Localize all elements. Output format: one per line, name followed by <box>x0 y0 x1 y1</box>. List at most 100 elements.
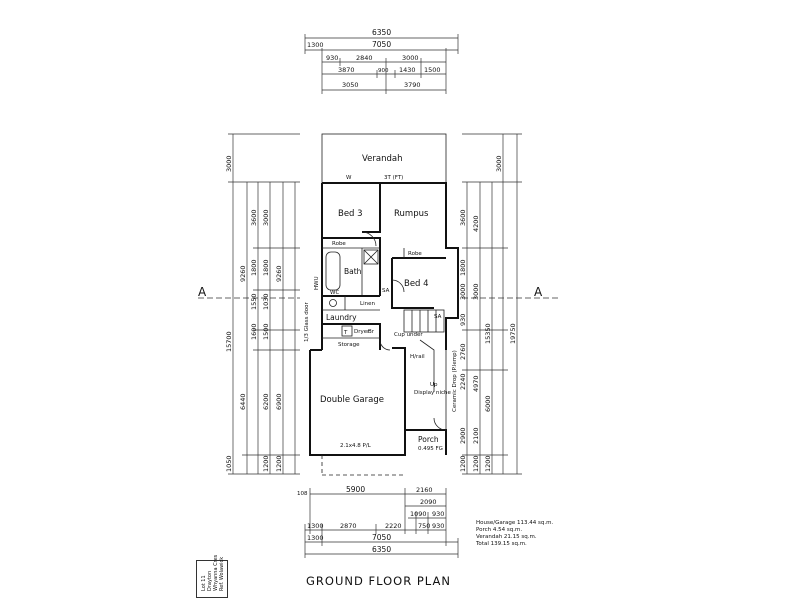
dim-text: 1200 <box>459 455 467 472</box>
room-label-bath: Bath <box>344 267 362 276</box>
dim-text: 6350 <box>372 545 391 554</box>
area-schedule: House/Garage 113.44 sq.m. Porch 4.54 sq.… <box>476 520 553 548</box>
annotation-text: H/rail <box>410 354 425 360</box>
dim-text: 3600 <box>459 209 467 226</box>
dim-text: 2090 <box>420 498 437 506</box>
annotation-text: Display niche <box>414 390 452 396</box>
dim-text: 900 <box>378 68 389 74</box>
dim-text: 930 <box>459 314 467 326</box>
dim-text: 1090 <box>410 510 427 518</box>
right-dimensions: 3000 3600 4200 1800 3000 3000 930 15350 … <box>459 133 522 475</box>
annotation-text: 3T (FT) <box>384 175 403 181</box>
dim-text: 3050 <box>342 81 359 89</box>
dim-text: 1800 <box>262 259 270 276</box>
room-label-br: Br <box>368 329 375 335</box>
annotation-text: 2.1x4.8 P/L <box>340 443 372 449</box>
room-label-dryer: Dryer <box>354 329 370 335</box>
lot-stamp: Lot 11 Drayton Whyanna Cres Ref. Wolawic… <box>196 555 228 598</box>
dim-text: 1800 <box>459 259 467 276</box>
dim-text: 3000 <box>262 209 270 226</box>
dim-text: 1430 <box>399 66 416 74</box>
dim-text: 1050 <box>225 455 233 472</box>
dim-text: 3000 <box>472 283 480 300</box>
dim-text: 1600 <box>250 323 258 340</box>
dim-text: 6900 <box>275 393 283 410</box>
room-label-double-garage: Double Garage <box>320 395 384 405</box>
room-label-bed4: Bed 4 <box>404 279 429 289</box>
dim-text: 2160 <box>416 486 433 494</box>
annotation-text: Up <box>430 382 438 388</box>
dim-text: 3000 <box>459 283 467 300</box>
dim-text: 2870 <box>340 522 357 530</box>
dim-text: 2900 <box>459 427 467 444</box>
room-label-rumpus: Rumpus <box>394 209 429 219</box>
bottom-dimensions: 5900 2160 2090 1090 930 1300 2870 2220 7… <box>297 485 459 558</box>
dim-text: 6350 <box>372 28 391 37</box>
dim-text: 1300 <box>307 522 324 530</box>
room-label-robe: Robe <box>332 241 346 247</box>
lot-line: Ref. Wolawick <box>219 556 225 591</box>
dim-text: 9260 <box>239 265 247 282</box>
building-walls <box>198 133 560 476</box>
room-label-storage: Storage <box>338 342 360 348</box>
dim-text: 3870 <box>338 66 355 74</box>
dim-text: 2220 <box>385 522 402 530</box>
dim-text: 6200 <box>262 393 270 410</box>
room-label-bed3: Bed 3 <box>338 209 363 219</box>
dim-text: 15700 <box>225 331 233 352</box>
room-label-verandah: Verandah <box>362 154 402 164</box>
area-total: Total 139.15 sq.m. <box>476 541 527 547</box>
dim-text: 19750 <box>509 323 517 344</box>
dim-text: 3000 <box>495 155 503 172</box>
room-label-sa: SA <box>434 314 442 320</box>
dim-text: 1550 <box>250 293 258 310</box>
dim-text: 4200 <box>472 215 480 232</box>
dim-text: 3600 <box>250 209 258 226</box>
room-label-sa: SA <box>382 288 390 294</box>
room-label-porch: Porch <box>418 435 439 444</box>
dim-text: 6440 <box>239 393 247 410</box>
dim-text: 3790 <box>404 81 421 89</box>
dim-text: 930 <box>432 510 444 518</box>
room-label-tub: T <box>343 330 348 336</box>
dim-text: 108 <box>297 491 308 497</box>
dim-text: 1200 <box>472 455 480 472</box>
area-verandah: Verandah 21.15 sq.m. <box>476 534 537 540</box>
dim-text: 1300 <box>307 534 324 542</box>
dim-text: 3000 <box>402 54 419 62</box>
room-label-robe: Robe <box>408 251 422 257</box>
dim-text: 6000 <box>484 395 492 412</box>
dim-text: 15350 <box>484 323 492 344</box>
annotation-text: 1/3 Glass door <box>304 302 310 342</box>
dim-text: 9260 <box>275 265 283 282</box>
top-dimensions: 6350 1300 7050 930 2840 3000 3870 900 14… <box>304 28 459 94</box>
annotations: W 3T (FT) Cup under H/rail Up Display ni… <box>198 175 543 452</box>
annotation-text: W <box>346 175 352 181</box>
area-house-garage: House/Garage 113.44 sq.m. <box>476 520 554 526</box>
dim-text: 2840 <box>356 54 373 62</box>
annotation-text: Cup under <box>394 332 423 338</box>
dim-text: 2240 <box>459 373 467 390</box>
dim-text: 2100 <box>472 427 480 444</box>
dim-text: 1030 <box>262 293 270 310</box>
dim-text: 1200 <box>262 455 270 472</box>
dim-text: 1200 <box>275 455 283 472</box>
dim-text: 7050 <box>372 533 391 542</box>
room-labels: Verandah Bed 3 Rumpus Robe Robe Bath Bed… <box>320 154 442 444</box>
dim-text: 5900 <box>346 485 365 494</box>
dim-text: 7050 <box>372 40 391 49</box>
room-label-linen: Linen <box>360 301 375 307</box>
room-label-laundry: Laundry <box>326 313 357 322</box>
section-marker-right: A <box>534 285 543 299</box>
dim-text: 2760 <box>459 343 467 360</box>
dim-text: 1800 <box>250 259 258 276</box>
dim-text: 1500 <box>424 66 441 74</box>
dim-text: 3000 <box>225 155 233 172</box>
dim-text: 4970 <box>472 375 480 392</box>
annotation-text: HWU <box>314 276 320 290</box>
page-title: GROUND FLOOR PLAN <box>306 574 451 588</box>
dim-text: 1500 <box>262 323 270 340</box>
dim-text: 1300 <box>307 41 324 49</box>
dim-text: 930 <box>326 54 338 62</box>
